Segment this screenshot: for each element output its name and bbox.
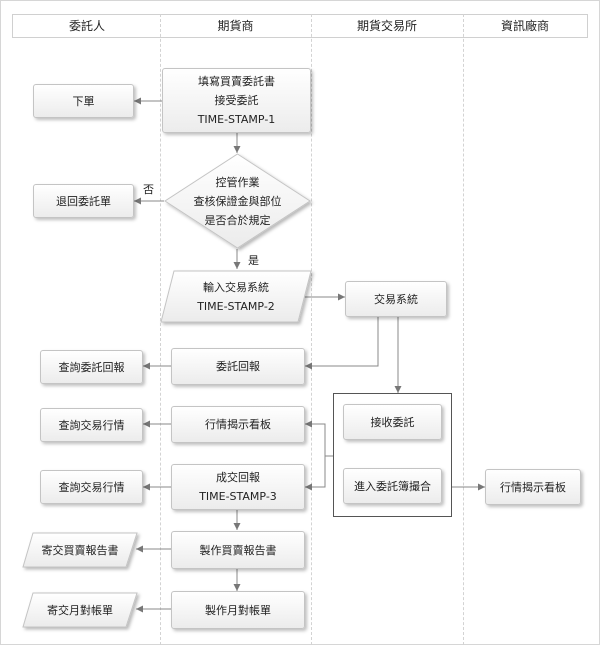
input-system-parallelogram: 輸入交易系統 TIME-STAMP-2 — [160, 270, 312, 323]
query-quotes-1-label: 查詢交易行情 — [58, 418, 125, 432]
trade-report-line-2: TIME-STAMP-3 — [199, 490, 277, 503]
parallelogram-shape-send-trade — [22, 532, 138, 568]
receive-order-box: 接收委託 — [343, 404, 442, 440]
lane-divider-2 — [311, 14, 312, 645]
lane-divider-1 — [160, 14, 161, 645]
make-monthly-statement-label: 製作月對帳單 — [205, 603, 271, 617]
query-quotes-2-box: 查詢交易行情 — [40, 470, 143, 504]
risk-check-line-3: 是否合於規定 — [204, 213, 271, 227]
risk-check-text: 控管作業 查核保證金與部位 是否合於規定 — [164, 153, 311, 249]
fill-order-line-2: 接受委託 — [214, 94, 259, 107]
trade-report-box: 成交回報 TIME-STAMP-3 — [171, 464, 305, 510]
quote-board-vendor-box: 行情揭示看板 — [485, 469, 581, 505]
match-order-box: 進入委託簿撮合 — [343, 468, 442, 504]
send-monthly-statement-parallelogram: 寄交月對帳單 — [22, 592, 138, 628]
return-order-box: 退回委託單 — [33, 184, 134, 218]
label-no: 否 — [143, 183, 154, 196]
receive-order-label: 接收委託 — [370, 415, 415, 429]
trading-system-label: 交易系統 — [374, 292, 418, 306]
fill-order-box: 填寫買賣委託書 接受委託 TIME-STAMP-1 — [162, 68, 311, 133]
arrow-group-to-board — [305, 420, 333, 457]
place-order-box: 下單 — [33, 84, 134, 118]
risk-check-line-1: 控管作業 — [215, 175, 260, 189]
quote-board-broker-label: 行情揭示看板 — [205, 418, 271, 431]
make-trade-report-box: 製作買賣報告書 — [171, 531, 305, 569]
trading-system-box: 交易系統 — [345, 281, 447, 317]
send-monthly-statement-text: 寄交月對帳單 — [22, 592, 138, 628]
make-trade-report-label: 製作買賣報告書 — [199, 543, 277, 557]
send-trade-report-text: 寄交買賣報告書 — [22, 532, 138, 568]
order-report-box: 委託回報 — [171, 348, 305, 385]
lane-divider-3 — [463, 14, 464, 645]
parallelogram-shape-input — [160, 270, 312, 323]
arrow-group-to-trade-report — [305, 456, 326, 491]
lane-header-broker: 期貨商 — [160, 14, 311, 38]
match-order-label: 進入委託簿撮合 — [354, 479, 431, 493]
send-trade-report-label: 寄交買賣報告書 — [41, 543, 119, 557]
input-system-line-1: 輸入交易系統 — [203, 280, 269, 294]
label-yes: 是 — [248, 254, 259, 267]
risk-check-line-2: 查核保證金與部位 — [193, 194, 282, 208]
lane-header-client: 委託人 — [12, 14, 161, 38]
lane-header-vendor: 資訊廠商 — [463, 14, 588, 38]
lane-header-exchange: 期貨交易所 — [311, 14, 463, 38]
fill-order-line-3: TIME-STAMP-1 — [197, 113, 276, 126]
parallelogram-shape-send-monthly — [22, 592, 138, 628]
input-system-text: 輸入交易系統 TIME-STAMP-2 — [160, 270, 312, 323]
query-order-report-box: 查詢委託回報 — [40, 350, 143, 384]
trade-report-line-1: 成交回報 — [216, 471, 260, 484]
query-quotes-1-box: 查詢交易行情 — [40, 408, 143, 442]
make-monthly-statement-box: 製作月對帳單 — [171, 591, 305, 629]
quote-board-vendor-label: 行情揭示看板 — [500, 480, 566, 494]
risk-check-decision: 控管作業 查核保證金與部位 是否合於規定 — [164, 153, 311, 249]
query-quotes-2-label: 查詢交易行情 — [58, 480, 125, 494]
input-system-line-2: TIME-STAMP-2 — [197, 299, 275, 313]
query-order-report-label: 查詢委託回報 — [58, 360, 125, 374]
exchange-matching-group — [333, 393, 452, 517]
decision-diamond-shape — [164, 153, 311, 249]
arrow-system-to-order-report — [305, 317, 379, 370]
order-report-label: 委託回報 — [216, 360, 260, 373]
place-order-label: 下單 — [72, 94, 95, 108]
fill-order-line-1: 填寫買賣委託書 — [198, 75, 275, 88]
send-trade-report-parallelogram: 寄交買賣報告書 — [22, 532, 138, 568]
send-monthly-statement-label: 寄交月對帳單 — [47, 603, 113, 617]
return-order-label: 退回委託單 — [56, 194, 111, 208]
quote-board-broker-box: 行情揭示看板 — [171, 406, 305, 443]
